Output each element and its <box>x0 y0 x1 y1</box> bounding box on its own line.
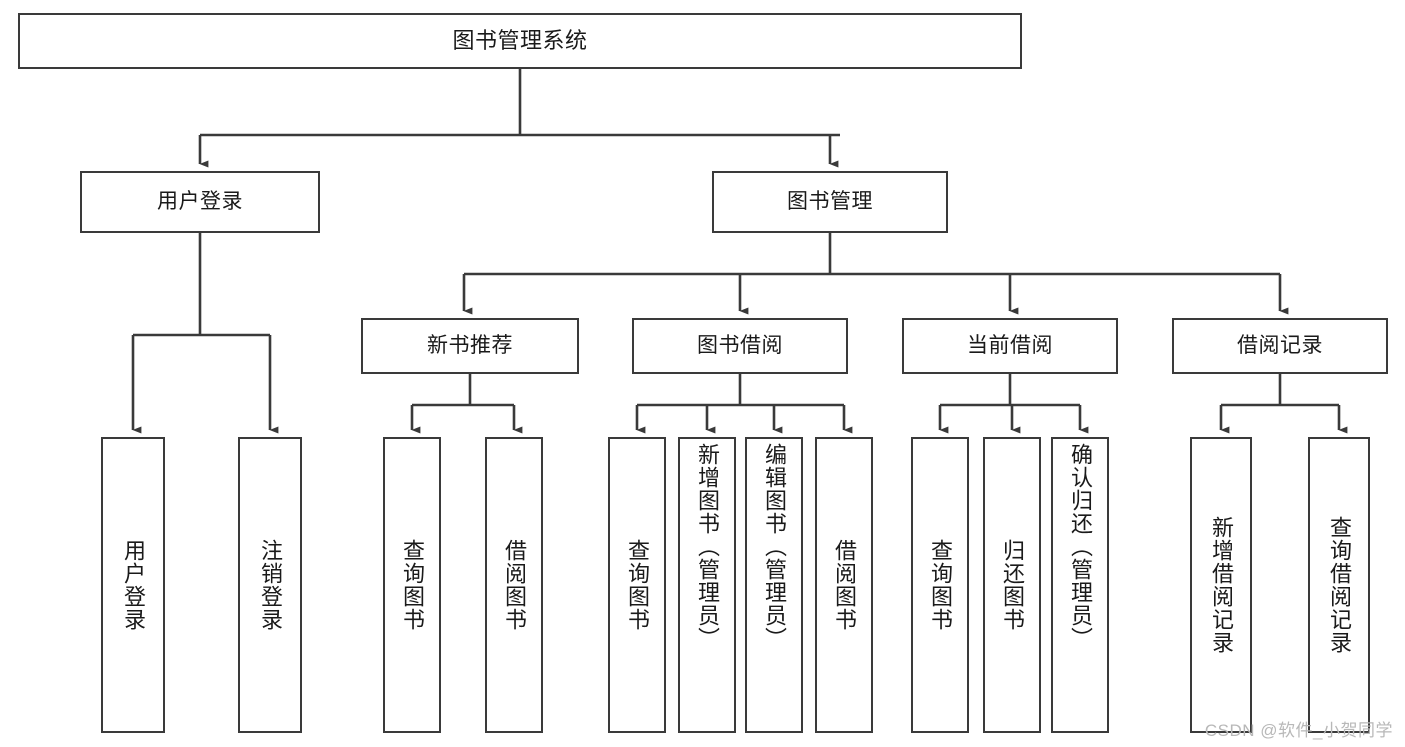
node-new-book-recommend[interactable]: 新书推荐 <box>361 318 579 374</box>
leaf-logout-login-label: 注销登录 <box>257 539 283 631</box>
leaf-edit-book-admin-label: 编辑图书（管理员） <box>761 443 787 650</box>
leaf-confirm-return-label: 确认归还（管理员） <box>1067 443 1093 650</box>
leaf-borrow-book-borrow-label: 借阅图书 <box>831 539 857 631</box>
node-book-management-label: 图书管理 <box>787 190 873 214</box>
leaf-edit-book-admin[interactable]: 编辑图书（管理员） <box>745 437 803 733</box>
leaf-query-book-rec-label: 查询图书 <box>399 539 425 631</box>
leaf-logout-login[interactable]: 注销登录 <box>238 437 302 733</box>
leaf-add-borrow-record[interactable]: 新增借阅记录 <box>1190 437 1252 733</box>
node-root-system[interactable]: 图书管理系统 <box>18 13 1022 69</box>
node-root-label: 图书管理系统 <box>452 27 588 53</box>
leaf-query-book-current-label: 查询图书 <box>927 539 953 631</box>
node-user-login-label: 用户登录 <box>157 190 243 214</box>
node-current-borrow-label: 当前借阅 <box>967 334 1053 358</box>
node-book-borrow[interactable]: 图书借阅 <box>632 318 848 374</box>
watermark-text: CSDN @软件_小贺同学 <box>1204 721 1393 740</box>
leaf-user-login[interactable]: 用户登录 <box>101 437 165 733</box>
leaf-query-book-borrow[interactable]: 查询图书 <box>608 437 666 733</box>
node-current-borrow[interactable]: 当前借阅 <box>902 318 1118 374</box>
leaf-borrow-book-rec-label: 借阅图书 <box>501 539 527 631</box>
node-book-borrow-label: 图书借阅 <box>697 334 783 358</box>
leaf-borrow-book-borrow[interactable]: 借阅图书 <box>815 437 873 733</box>
leaf-return-book[interactable]: 归还图书 <box>983 437 1041 733</box>
node-book-management[interactable]: 图书管理 <box>712 171 948 233</box>
node-borrow-record[interactable]: 借阅记录 <box>1172 318 1388 374</box>
leaf-add-borrow-record-label: 新增借阅记录 <box>1208 516 1234 654</box>
node-user-login[interactable]: 用户登录 <box>80 171 320 233</box>
leaf-borrow-book-rec[interactable]: 借阅图书 <box>485 437 543 733</box>
leaf-query-borrow-record-label: 查询借阅记录 <box>1326 516 1352 654</box>
node-new-book-recommend-label: 新书推荐 <box>427 334 513 358</box>
leaf-add-book-admin-label: 新增图书（管理员） <box>694 443 720 650</box>
leaf-confirm-return[interactable]: 确认归还（管理员） <box>1051 437 1109 733</box>
leaf-query-book-rec[interactable]: 查询图书 <box>383 437 441 733</box>
node-borrow-record-label: 借阅记录 <box>1237 334 1323 358</box>
leaf-return-book-label: 归还图书 <box>999 539 1025 631</box>
leaf-user-login-label: 用户登录 <box>120 539 146 631</box>
leaf-query-borrow-record[interactable]: 查询借阅记录 <box>1308 437 1370 733</box>
leaf-query-book-borrow-label: 查询图书 <box>624 539 650 631</box>
leaf-query-book-current[interactable]: 查询图书 <box>911 437 969 733</box>
leaf-add-book-admin[interactable]: 新增图书（管理员） <box>678 437 736 733</box>
